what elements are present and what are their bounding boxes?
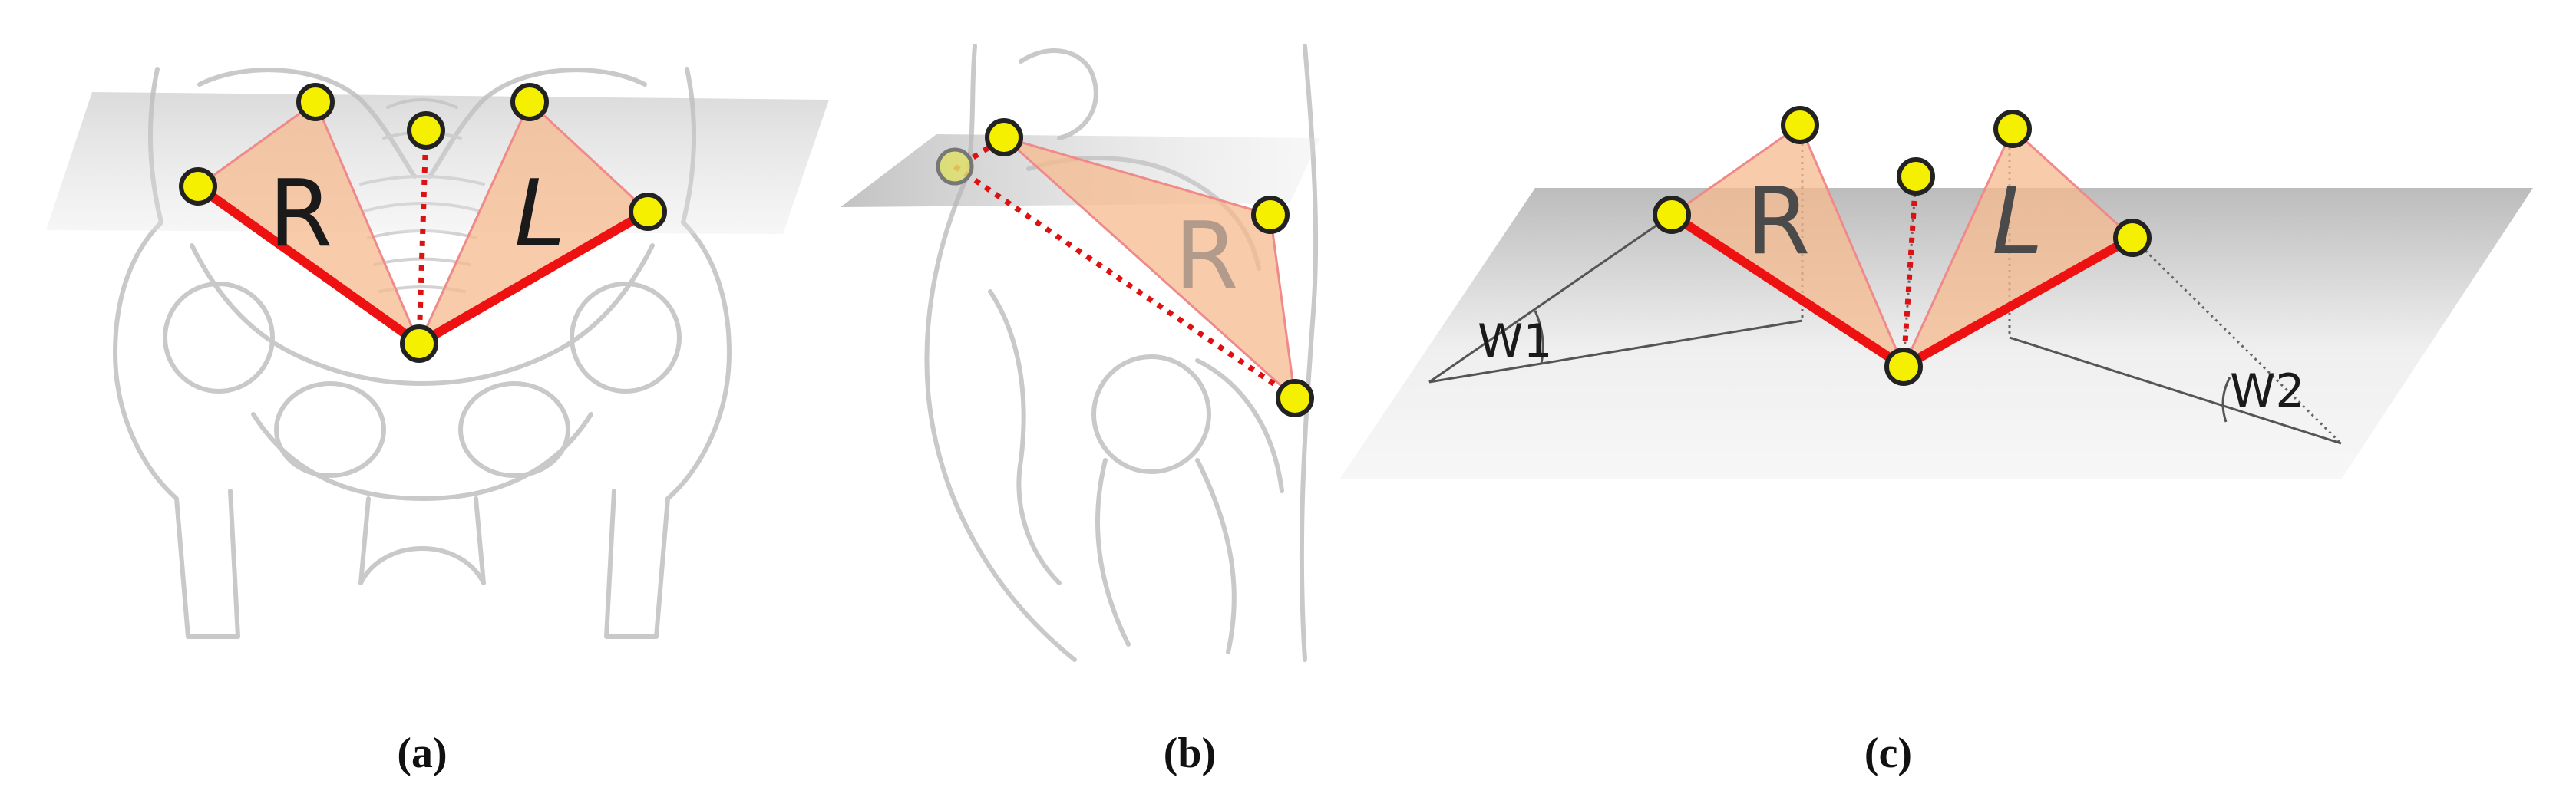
- caption-b: (b): [1164, 730, 1216, 777]
- angle-label-w2: W2: [2230, 364, 2305, 418]
- right-edge-a: [193, 182, 424, 348]
- landmark-sacrum-a: [407, 111, 445, 150]
- label-r-a: R: [269, 161, 332, 268]
- label-r-b: R: [1174, 203, 1238, 310]
- panel-a: R L (a): [46, 67, 829, 777]
- landmark-right-psis-a: [296, 83, 335, 121]
- landmark-left-psis-c: [1993, 110, 2032, 148]
- projection-right-w1: [1428, 213, 1673, 384]
- reference-plane-a: [46, 92, 829, 234]
- landmark-left-psis-a: [510, 83, 549, 121]
- panel-c: R L W1 W2 (c): [1339, 106, 2533, 777]
- projection-right-base: [1428, 319, 1803, 384]
- landmark-pubis-c: [1884, 348, 1923, 386]
- landmark-right-psis-c: [1781, 106, 1819, 144]
- right-triangle-b: [1002, 136, 1297, 401]
- landmark-left-asis-a: [629, 193, 667, 231]
- caption-a: (a): [397, 730, 447, 777]
- left-edge-c: [1899, 233, 2137, 371]
- label-r-c: R: [1746, 169, 1810, 275]
- left-edge-a: [414, 207, 652, 348]
- angle-arc-w2: [2221, 377, 2231, 423]
- projection-left-base: [2009, 336, 2342, 445]
- landmark-asis-b: [1251, 196, 1290, 234]
- landmark-right-asis-c: [1653, 196, 1691, 234]
- caption-c: (c): [1864, 730, 1912, 777]
- landmark-left-asis-c: [2113, 219, 2152, 257]
- angle-label-w1: W1: [1478, 315, 1553, 368]
- label-l-c: L: [1992, 169, 2043, 275]
- angle-arc-w1: [1534, 310, 1544, 364]
- landmark-pubis-b: [1276, 379, 1314, 417]
- landmark-psis-b: [985, 118, 1023, 156]
- landmark-sacrum-c: [1897, 157, 1935, 196]
- projection-sacrum-vertical: [1902, 176, 1917, 365]
- landmark-right-asis-a: [179, 167, 217, 206]
- landmark-pubis-a: [400, 324, 438, 363]
- panel-b: R (b): [841, 44, 1320, 777]
- label-l-a: L: [514, 161, 566, 268]
- right-edge-c: [1667, 210, 1908, 371]
- landmark-sacrum-b: [936, 147, 974, 186]
- dotted-short-b: [972, 140, 999, 160]
